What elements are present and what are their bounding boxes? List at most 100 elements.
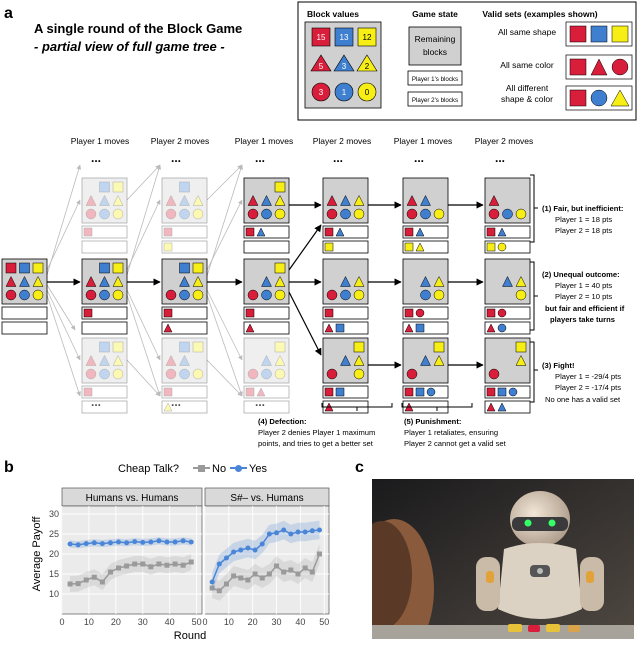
player1-blocks-box bbox=[322, 306, 369, 320]
data-point-no bbox=[156, 561, 162, 567]
block-circle bbox=[261, 368, 272, 380]
ellipsis-bottom-1: ... bbox=[91, 395, 101, 409]
block-square bbox=[245, 308, 255, 318]
player2-blocks-box bbox=[161, 321, 208, 335]
block-triangle bbox=[192, 275, 204, 287]
game-state-node bbox=[322, 337, 369, 414]
legend-block-values-header: Block values bbox=[307, 9, 359, 19]
game-state-node bbox=[161, 258, 208, 335]
confidence-band-yes bbox=[212, 520, 320, 592]
data-point-yes bbox=[124, 540, 130, 546]
player1-blocks-box bbox=[243, 225, 290, 239]
x-tick-label: 30 bbox=[138, 617, 148, 627]
series-line-yes bbox=[211, 529, 320, 583]
block-circle bbox=[508, 387, 518, 397]
data-point-no bbox=[107, 569, 113, 575]
block-circle bbox=[112, 368, 124, 380]
block-square bbox=[32, 262, 44, 274]
series-line-no bbox=[70, 561, 192, 585]
block-square bbox=[19, 262, 30, 274]
data-point-no bbox=[91, 574, 97, 580]
block-square bbox=[404, 242, 414, 252]
game-tree-arrows bbox=[46, 164, 484, 397]
block-square bbox=[486, 308, 496, 318]
player1-blocks-box bbox=[1, 306, 48, 320]
human-head bbox=[372, 519, 434, 639]
block-triangle bbox=[353, 275, 365, 287]
x-tick-label: 50 bbox=[192, 617, 202, 627]
player2-blocks-box bbox=[161, 240, 208, 254]
outcome4-title: (4) Defection: bbox=[258, 417, 307, 426]
legend-valid-sets-header: Valid sets (examples shown) bbox=[482, 9, 597, 19]
block-triangle bbox=[261, 194, 272, 206]
block-triangle bbox=[163, 402, 173, 412]
block-triangle bbox=[420, 354, 431, 366]
outcome3-note: No one has a valid set bbox=[545, 395, 621, 404]
block-triangle bbox=[112, 194, 124, 206]
player1-blocks-box bbox=[161, 385, 208, 399]
data-point-no bbox=[302, 565, 308, 571]
block-circle bbox=[99, 289, 110, 301]
value-red-square: 15 bbox=[317, 33, 326, 42]
legend-box: Block values Game state Valid sets (exam… bbox=[297, 1, 637, 121]
data-point-no bbox=[245, 577, 251, 583]
tree-edge bbox=[126, 199, 161, 271]
outcome2-p1: Player 1 = 40 pts bbox=[555, 281, 612, 290]
facet-title: Humans vs. Humans bbox=[86, 493, 179, 504]
y-tick-label: 20 bbox=[49, 549, 59, 559]
block-circle bbox=[99, 208, 110, 220]
player2-blocks-box bbox=[81, 400, 128, 414]
data-point-yes bbox=[140, 539, 146, 545]
player1-blocks-box bbox=[81, 225, 128, 239]
block-circle bbox=[353, 368, 365, 380]
block-values-grid: 15 13 12 5 3 2 3 1 0 bbox=[304, 21, 382, 109]
block-circle bbox=[99, 368, 110, 380]
block-circle bbox=[406, 208, 418, 220]
block-square bbox=[163, 242, 173, 252]
block-square bbox=[324, 387, 334, 397]
game-state-node bbox=[161, 337, 208, 414]
x-tick-label: 20 bbox=[111, 617, 121, 627]
game-state-node bbox=[1, 258, 48, 335]
block-triangle bbox=[486, 323, 496, 333]
value-blue-circle: 1 bbox=[342, 88, 347, 97]
outcome3-p1: Player 1 = -29/4 pts bbox=[555, 372, 621, 381]
block-circle bbox=[165, 208, 177, 220]
data-point-no bbox=[75, 581, 81, 587]
block-triangle bbox=[497, 227, 507, 237]
tree-edge bbox=[46, 164, 82, 276]
valid-sets-examples: All same shape All same color All differ… bbox=[498, 21, 633, 111]
panel-b-label: b bbox=[4, 459, 14, 476]
data-point-no bbox=[309, 569, 315, 575]
set-diff-label-1: All different bbox=[506, 83, 549, 93]
move-label-1: Player 1 moves bbox=[71, 136, 130, 146]
game-state-key: Remaining blocks Player 1's blocks Playe… bbox=[407, 26, 463, 107]
y-axis-label: Average Payoff bbox=[31, 516, 43, 592]
block-circle bbox=[85, 289, 97, 301]
block-circle bbox=[261, 289, 272, 301]
outcome4-line1: Player 2 denies Player 1 maximum bbox=[258, 428, 375, 437]
data-point-yes bbox=[132, 539, 138, 545]
tree-edge bbox=[288, 291, 322, 356]
block-triangle bbox=[433, 354, 445, 366]
player2-blocks-box bbox=[81, 321, 128, 335]
data-point-yes bbox=[302, 529, 308, 535]
data-point-yes bbox=[172, 539, 178, 545]
data-point-no bbox=[295, 571, 301, 577]
remaining-blocks-box bbox=[161, 177, 208, 224]
block-triangle bbox=[274, 194, 286, 206]
outcome1-p1: Player 1 = 18 pts bbox=[555, 215, 612, 224]
block-square bbox=[163, 227, 173, 237]
y-tick-label: 30 bbox=[49, 509, 59, 519]
game-state-node bbox=[484, 177, 531, 254]
block-circle bbox=[85, 208, 97, 220]
block-circle bbox=[497, 308, 507, 318]
block-circle bbox=[433, 289, 445, 301]
block-triangle bbox=[192, 194, 204, 206]
block-triangle bbox=[165, 194, 177, 206]
player1-blocks-box bbox=[81, 385, 128, 399]
block-circle bbox=[261, 208, 272, 220]
tree-edge bbox=[206, 359, 243, 397]
